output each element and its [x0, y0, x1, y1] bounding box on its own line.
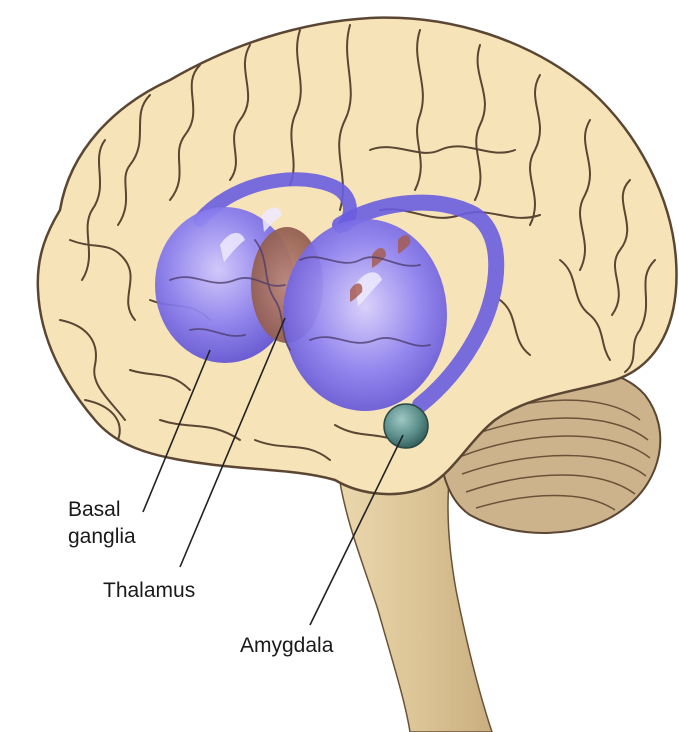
basal-ganglia-leader: [142, 349, 211, 513]
thalamus-label: Thalamus: [103, 579, 196, 602]
amygdala: [383, 403, 429, 449]
overlay-folds: [169, 239, 431, 351]
basal-ganglia-tail-left: [193, 172, 357, 232]
thalamus-leader: [179, 317, 286, 568]
basal-ganglia-highlights: [220, 207, 382, 306]
basal-ganglia-tail-right: [332, 194, 505, 413]
brainstem: [337, 469, 493, 732]
amygdala-leader: [309, 434, 404, 626]
cortex-folds: [59, 24, 656, 461]
basal-ganglia-right: [283, 219, 447, 411]
amygdala-label: Amygdala: [240, 634, 334, 657]
basal-ganglia-label-line2: ganglia: [68, 525, 136, 548]
basal-ganglia-left: [155, 207, 295, 363]
basal-ganglia-label-line1: Basal: [68, 498, 121, 521]
